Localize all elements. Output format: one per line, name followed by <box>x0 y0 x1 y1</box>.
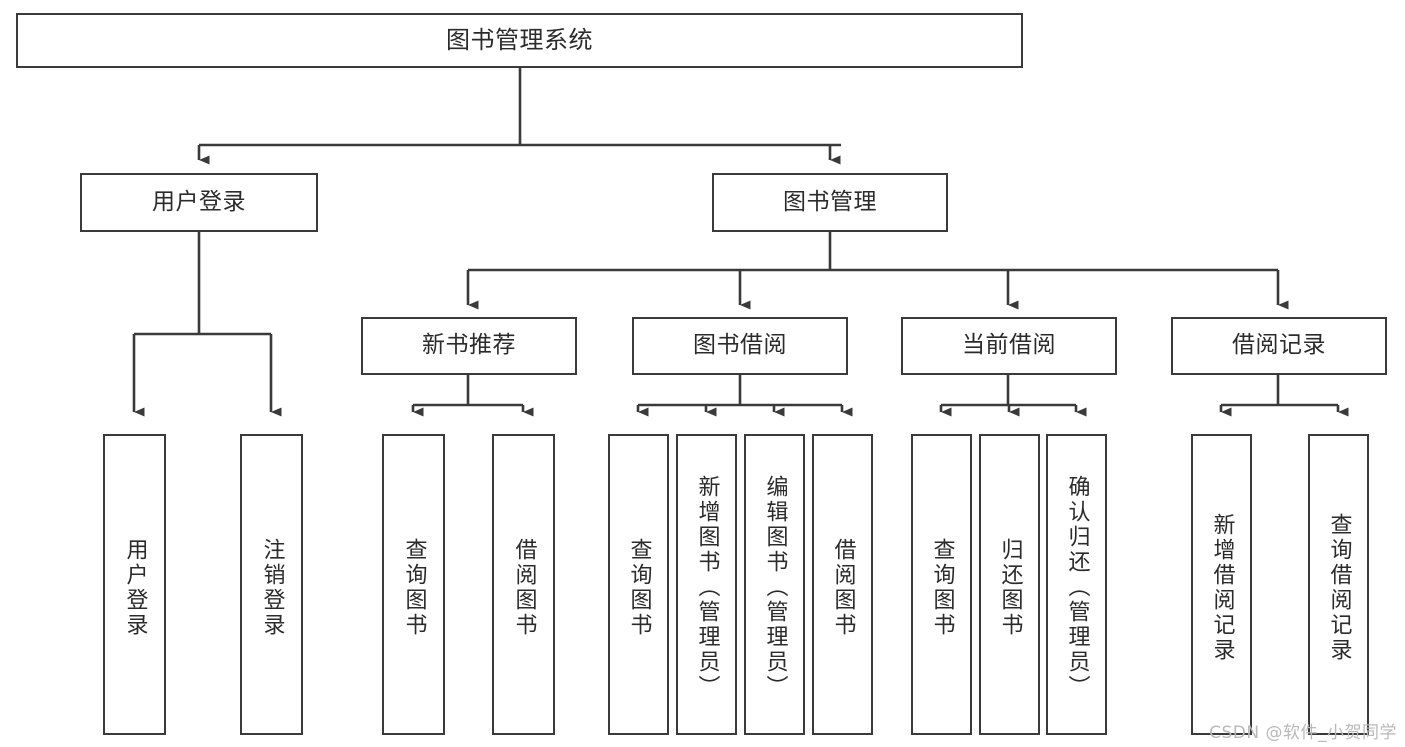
node-label: 借阅图书 <box>830 537 856 638</box>
node-label: 查询借阅记录 <box>1326 512 1352 663</box>
node-label: 新增图书（管理员） <box>694 475 720 700</box>
leaf-book-borrow-add[interactable]: 新增图书（管理员） <box>676 434 737 735</box>
leaf-book-borrow-edit[interactable]: 编辑图书（管理员） <box>744 434 805 735</box>
node-label: 注销登录 <box>259 537 285 638</box>
node-label: 借阅记录 <box>1232 332 1326 359</box>
node-label: 图书借阅 <box>693 332 787 359</box>
node-book-borrow[interactable]: 图书借阅 <box>632 317 848 375</box>
leaf-borrow-record-add[interactable]: 新增借阅记录 <box>1191 434 1252 735</box>
leaf-current-borrow-return[interactable]: 归还图书 <box>979 434 1040 735</box>
node-label: 归还图书 <box>997 537 1023 638</box>
node-label: 查询图书 <box>626 537 652 638</box>
node-label: 当前借阅 <box>962 332 1056 359</box>
node-label: 查询图书 <box>401 537 427 638</box>
node-label: 查询图书 <box>929 537 955 638</box>
leaf-user-login-logout[interactable]: 注销登录 <box>240 434 303 735</box>
leaf-borrow-record-query[interactable]: 查询借阅记录 <box>1308 434 1369 735</box>
node-book-management-system[interactable]: 图书管理系统 <box>16 13 1023 68</box>
node-label: 新增借阅记录 <box>1209 512 1235 663</box>
leaf-book-borrow-query[interactable]: 查询图书 <box>608 434 669 735</box>
node-label: 借阅图书 <box>511 537 537 638</box>
node-label: 新书推荐 <box>422 332 516 359</box>
leaf-user-login-login[interactable]: 用户登录 <box>103 434 166 735</box>
node-borrow-record[interactable]: 借阅记录 <box>1171 317 1387 375</box>
node-label: 确认归还（管理员） <box>1064 475 1090 700</box>
node-book-management[interactable]: 图书管理 <box>712 173 948 232</box>
leaf-book-borrow-borrow[interactable]: 借阅图书 <box>812 434 873 735</box>
node-label: 编辑图书（管理员） <box>762 475 788 700</box>
node-label: 用户登录 <box>122 537 148 638</box>
node-label: 用户登录 <box>152 188 246 215</box>
leaf-new-book-borrow[interactable]: 借阅图书 <box>492 434 555 735</box>
node-label: 图书管理系统 <box>446 26 593 55</box>
leaf-current-borrow-confirm-return[interactable]: 确认归还（管理员） <box>1046 434 1107 735</box>
leaf-current-borrow-query[interactable]: 查询图书 <box>911 434 972 735</box>
leaf-new-book-query[interactable]: 查询图书 <box>382 434 445 735</box>
node-new-book-recommend[interactable]: 新书推荐 <box>361 317 577 375</box>
node-user-login[interactable]: 用户登录 <box>80 173 318 232</box>
node-current-borrow[interactable]: 当前借阅 <box>901 317 1117 375</box>
node-label: 图书管理 <box>783 188 877 215</box>
